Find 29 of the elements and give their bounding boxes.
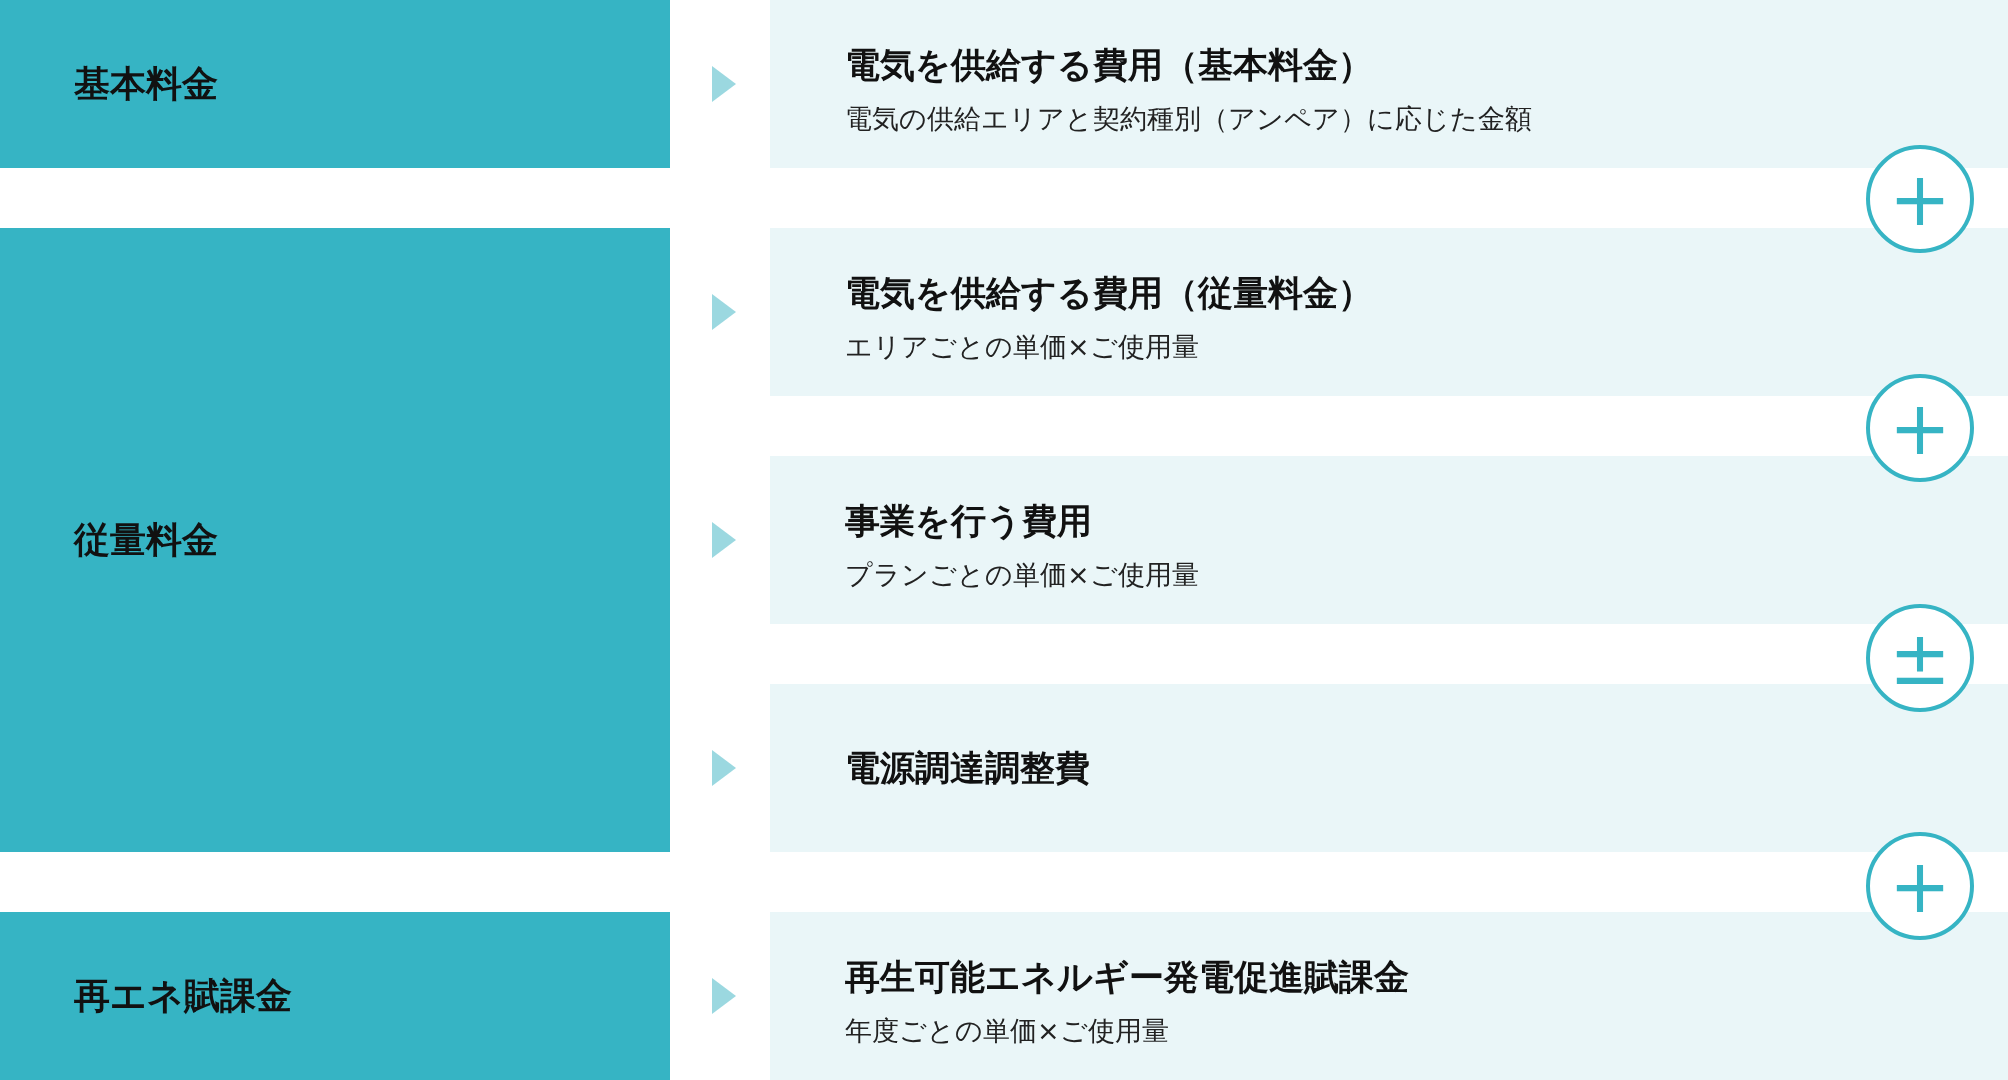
- category-label: 基本料金: [74, 62, 218, 106]
- arrow: [712, 66, 736, 102]
- item-description: エリアごとの単価×ご使用量: [845, 329, 1199, 364]
- item-heading: 電気を供給する費用（従量料金）: [845, 271, 1373, 315]
- category-box: [0, 228, 670, 852]
- item-description: プランごとの単価×ご使用量: [845, 557, 1199, 592]
- operator-symbol: +: [1889, 849, 1951, 923]
- arrow: [712, 522, 736, 558]
- category-label: 再エネ賦課金: [74, 974, 292, 1018]
- item-panel: [770, 228, 2008, 396]
- item-heading: 事業を行う費用: [845, 499, 1092, 543]
- item-panel: [770, 456, 2008, 624]
- operator-symbol: ±: [1889, 621, 1951, 695]
- item-heading: 電源調達調整費: [845, 747, 1090, 790]
- category-box: [0, 912, 670, 1080]
- item-description: 電気の供給エリアと契約種別（アンペア）に応じた金額: [845, 101, 1532, 136]
- operator-symbol: +: [1889, 162, 1951, 236]
- item-heading: 再生可能エネルギー発電促進賦課金: [845, 955, 1409, 999]
- item-description: 年度ごとの単価×ご使用量: [845, 1013, 1169, 1048]
- item-panel: [770, 684, 2008, 852]
- arrow: [712, 750, 736, 786]
- item-panel: [770, 912, 2008, 1080]
- arrow: [712, 294, 736, 330]
- operator-symbol: +: [1889, 391, 1951, 465]
- arrow: [712, 978, 736, 1014]
- item-panel: [770, 0, 2008, 168]
- category-label: 従量料金: [74, 518, 218, 562]
- item-heading: 電気を供給する費用（基本料金）: [845, 43, 1373, 87]
- category-box: [0, 0, 670, 168]
